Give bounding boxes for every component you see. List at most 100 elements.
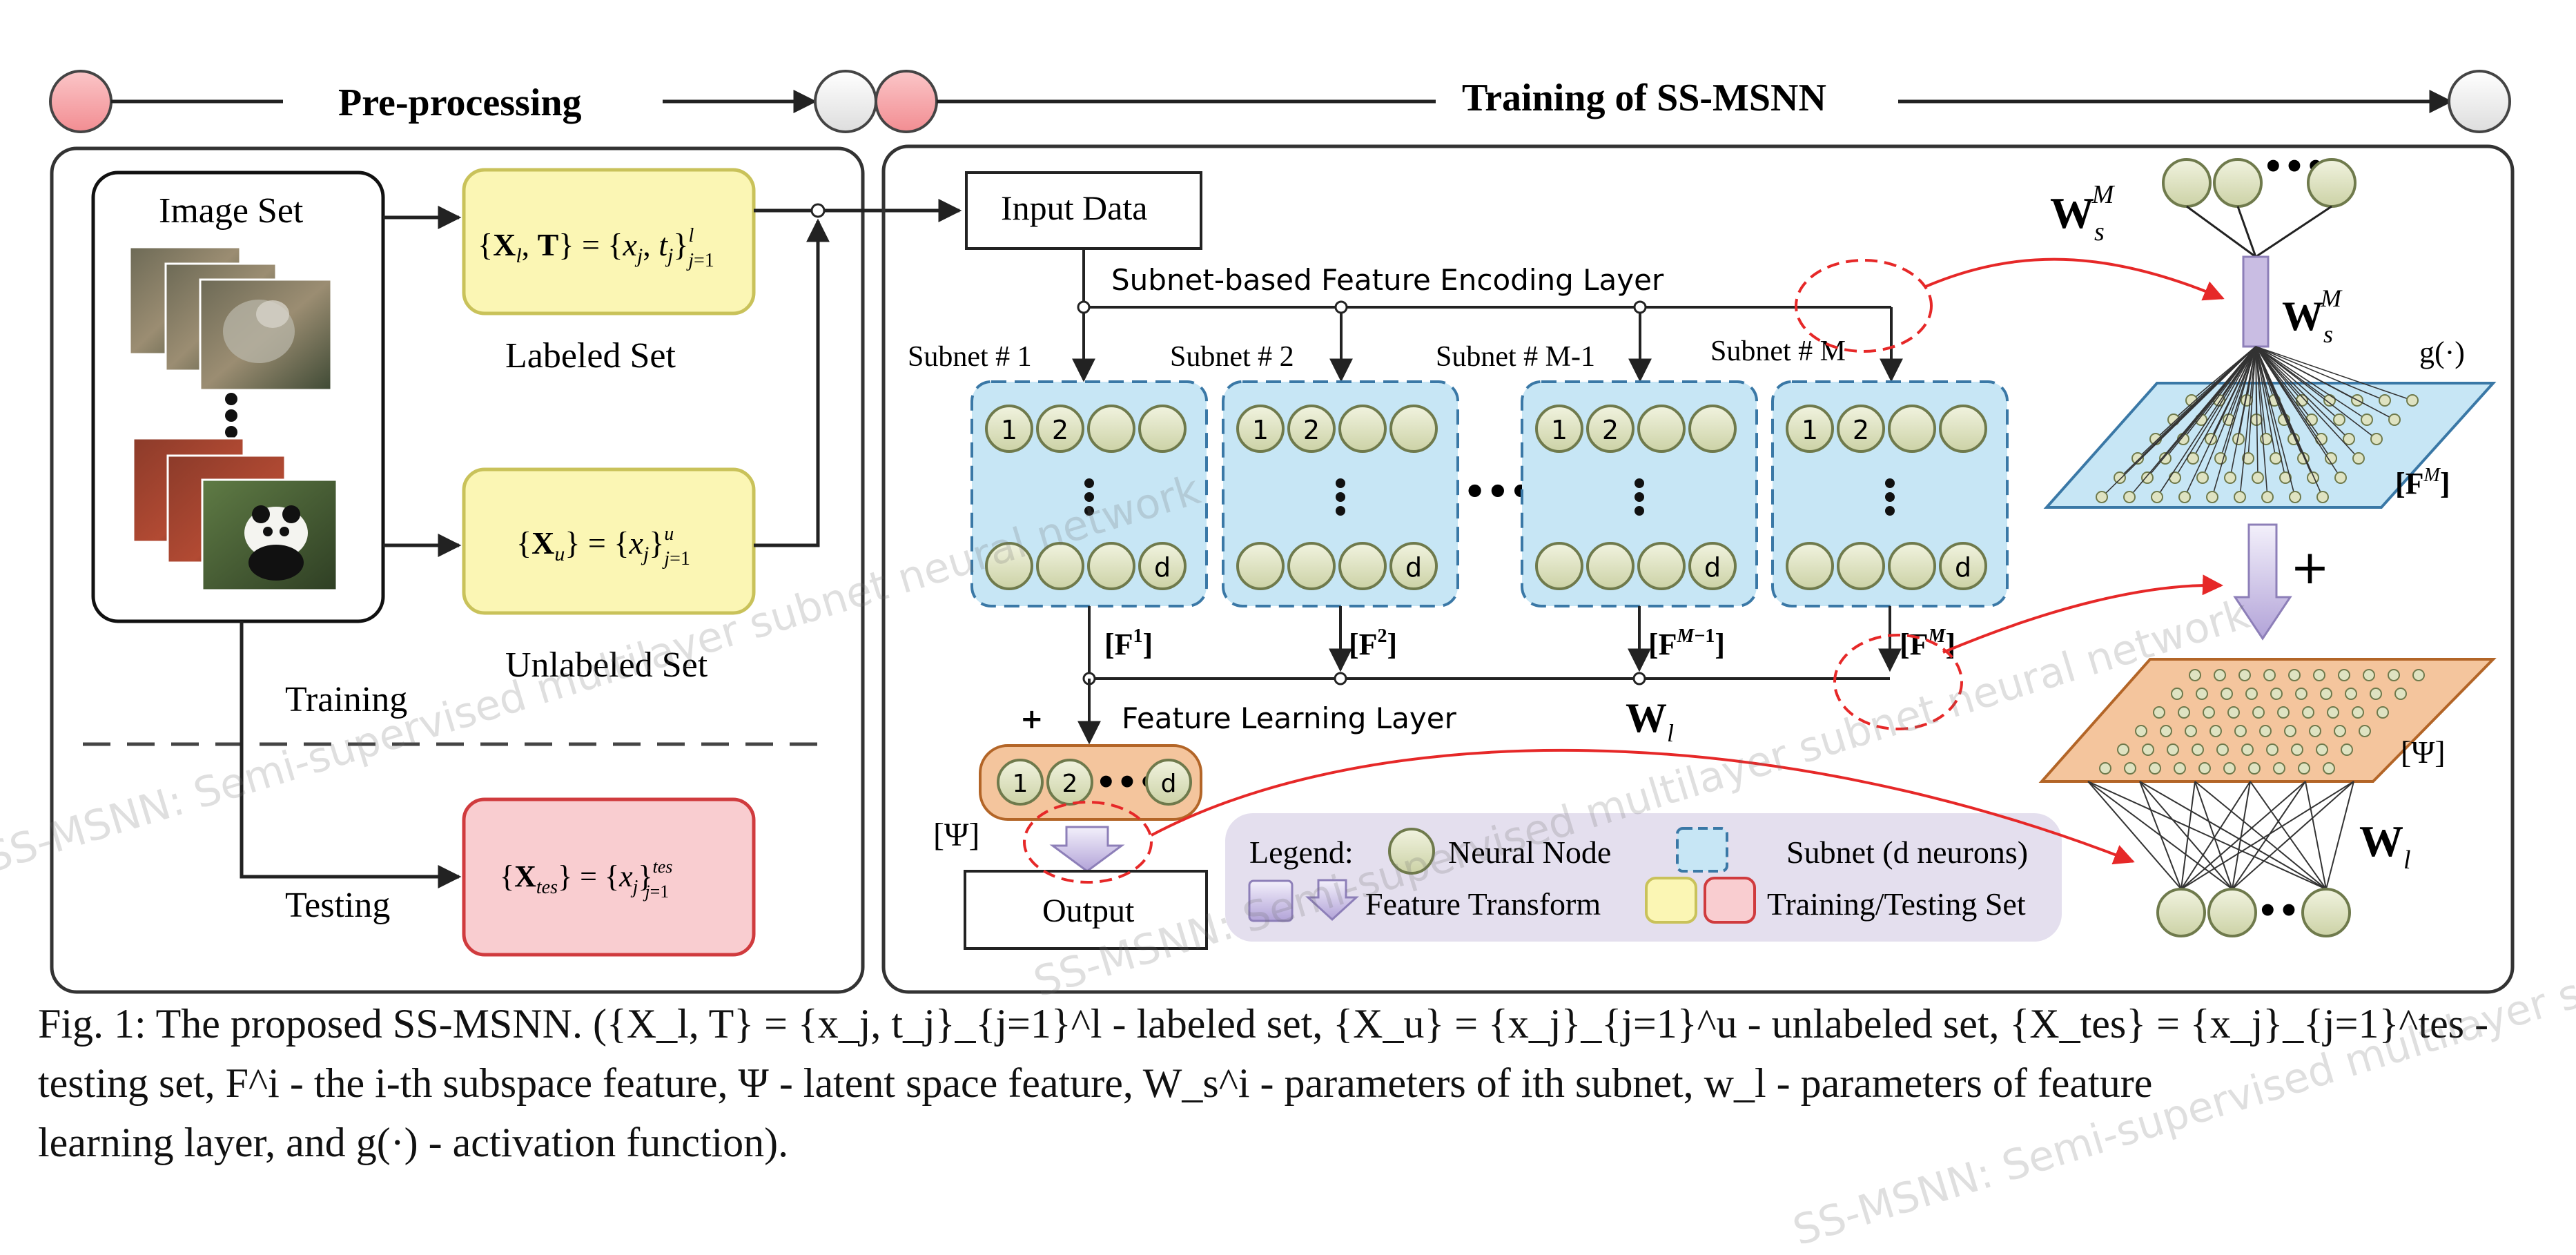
plane-node xyxy=(2359,725,2371,737)
plane-node xyxy=(2224,471,2236,484)
feature-learning-label: Feature Learning Layer xyxy=(1122,701,1457,735)
g-activation-label: g(·) xyxy=(2419,335,2465,369)
training-title: Training of SS-MSNN xyxy=(1462,77,1826,119)
feature-f2: [F2] xyxy=(1349,625,1397,661)
plane-node xyxy=(2327,706,2339,719)
plane-node xyxy=(2270,688,2283,700)
legend-subnet-icon xyxy=(1676,827,1728,873)
labeled-set-label: Labeled Set xyxy=(505,336,676,376)
plane-node xyxy=(2160,725,2172,737)
subnet-box-2: 1 2 d xyxy=(1222,380,1459,607)
ws-mid-label: WsM xyxy=(2282,284,2343,348)
psi-plane-nodes xyxy=(2099,669,2425,775)
plane-connection xyxy=(2255,346,2323,498)
training-end-dot xyxy=(2448,70,2511,133)
output-connection xyxy=(2232,781,2306,890)
plane-node xyxy=(2196,471,2209,484)
plane-node xyxy=(2216,743,2229,756)
plane-connection xyxy=(2129,346,2256,498)
ws-top-label: WsM xyxy=(2050,180,2116,246)
legend-train-test: Training/Testing Set xyxy=(1767,886,2026,922)
input-data-box xyxy=(965,171,1202,250)
subnet-2-label: Subnet # 2 xyxy=(1170,341,1294,373)
output-connection xyxy=(2139,781,2182,890)
plane-node xyxy=(2379,394,2391,407)
training-start-dot xyxy=(875,70,938,133)
subnet-m1-label: Subnet # M-1 xyxy=(1436,341,1595,373)
plane-node xyxy=(2192,743,2204,756)
plane-node xyxy=(2241,743,2254,756)
plane-connection xyxy=(2239,346,2256,498)
plane-node xyxy=(2096,491,2108,503)
plane-node xyxy=(2114,471,2126,484)
plane-connection xyxy=(2101,346,2256,498)
plane-node xyxy=(2198,762,2211,775)
plane-node xyxy=(2289,491,2301,503)
caption-line-1: Fig. 1: The proposed SS-MSNN. ({X_l, T} … xyxy=(38,1001,2489,1047)
plane-node xyxy=(2363,669,2375,681)
training-label: Training xyxy=(285,680,407,719)
plane-node xyxy=(2185,725,2197,737)
output-connection xyxy=(2139,781,2233,890)
node-label: d xyxy=(1955,552,1971,583)
plane-connection xyxy=(2255,346,2413,401)
output-connection xyxy=(2232,781,2354,890)
testing-label: Testing xyxy=(285,886,390,925)
node-label: 1 xyxy=(1001,415,1017,445)
plane-node xyxy=(2284,725,2296,737)
figure-caption: Fig. 1: The proposed SS-MSNN. ({X_l, T} … xyxy=(38,994,2523,1172)
legend-node-icon xyxy=(1388,828,1435,875)
plane-node xyxy=(2295,688,2307,700)
plane-node xyxy=(2142,743,2154,756)
image-set-box: Image Set xyxy=(91,171,385,623)
plane-connection xyxy=(2255,346,2395,420)
plane-connection xyxy=(2255,346,2296,498)
caption-line-3: learning layer, and g(·) - activation fu… xyxy=(38,1120,789,1165)
node-label: 2 xyxy=(1853,415,1869,445)
output-box xyxy=(964,870,1208,950)
plane-connection xyxy=(2255,346,2258,478)
subnet-m-expanded: WsM ••• WsM g(·) [FM] + [Ψ] Wl ••• xyxy=(2038,148,2497,937)
plane-node xyxy=(2273,762,2285,775)
output-connection xyxy=(2087,781,2327,890)
fm-plane-label: [FM] xyxy=(2395,465,2450,500)
plane-node xyxy=(2334,725,2346,737)
plane-node xyxy=(2252,706,2265,719)
latent-layer: 1 2 ••• d xyxy=(979,744,1202,821)
feature-outputs xyxy=(1082,606,1902,685)
plane-node xyxy=(2320,688,2332,700)
plane-connection xyxy=(2255,346,2276,459)
plane-node xyxy=(2149,762,2161,775)
plane-node xyxy=(2171,688,2183,700)
plane-node xyxy=(2141,471,2154,484)
plane-node xyxy=(2352,706,2364,719)
output-connection xyxy=(2305,781,2327,890)
subnet-feeds xyxy=(1072,300,1903,382)
preprocessing-title: Pre-processing xyxy=(338,81,582,124)
preprocessing-panel xyxy=(50,146,865,994)
plane-node xyxy=(2252,471,2264,484)
plane-node xyxy=(2298,762,2310,775)
plane-node xyxy=(2263,669,2276,681)
plane-node xyxy=(2234,491,2246,503)
plane-connection xyxy=(2255,346,2350,440)
plane-node xyxy=(2174,762,2186,775)
plane-node xyxy=(2189,669,2201,681)
legend-title: Legend: xyxy=(1249,835,1354,870)
output-connection xyxy=(2180,781,2306,890)
plane-node xyxy=(2406,394,2419,407)
plane-node xyxy=(2178,706,2190,719)
plane-connection xyxy=(2202,346,2256,478)
legend-feature-transform: Feature Transform xyxy=(1365,886,1601,922)
plane-node xyxy=(2352,452,2365,465)
encoding-layer-label: Subnet-based Feature Encoding Layer xyxy=(1111,263,1664,297)
plane-connection xyxy=(2192,346,2256,459)
image-set-label: Image Set xyxy=(159,191,304,231)
plane-node xyxy=(2223,762,2236,775)
plane-connection xyxy=(2255,346,2359,459)
vertical-dots xyxy=(225,393,237,438)
output-label: Output xyxy=(1042,893,1135,929)
plane-node xyxy=(2325,452,2337,465)
